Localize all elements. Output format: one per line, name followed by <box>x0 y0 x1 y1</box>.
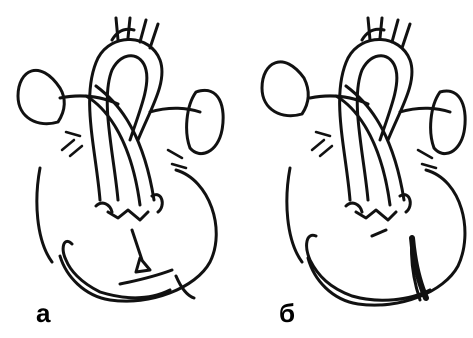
ventricles-a <box>63 195 194 298</box>
pulmonary-branches-b <box>312 132 436 168</box>
panel-label-b: б <box>279 300 295 326</box>
heart-diagram-a <box>18 18 223 301</box>
left-lung-b <box>262 62 308 116</box>
right-lung-a <box>187 90 224 153</box>
right-lung-b <box>431 91 466 154</box>
panel-label-a: а <box>36 300 50 326</box>
left-lung-a <box>18 70 64 123</box>
ventricles-b <box>307 195 430 301</box>
pulmonary-branches-a <box>62 132 186 168</box>
heart-diagram-b <box>262 18 465 305</box>
